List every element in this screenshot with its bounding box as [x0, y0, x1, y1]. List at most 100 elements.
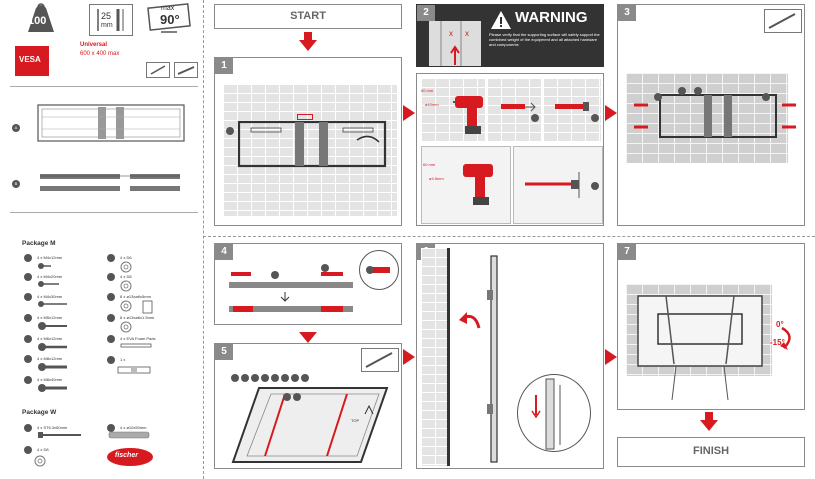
screw-icon	[38, 322, 67, 330]
warning-triangle-icon	[491, 11, 511, 29]
washer-icon	[120, 261, 132, 273]
m8-label: 4 x D6	[120, 255, 132, 260]
finish-arrow-stem	[705, 412, 713, 421]
m2-label: 4 x M4x20mm	[37, 274, 63, 279]
universal-label: Universal	[80, 42, 108, 48]
m10-marker	[283, 393, 291, 401]
tool-screwdriver-box	[146, 62, 170, 78]
m3-marker	[251, 374, 259, 382]
washer-icon	[120, 280, 132, 292]
rail-assembly-drawing	[229, 272, 353, 312]
depth-unit: mm	[101, 22, 113, 29]
m8-marker	[107, 254, 115, 262]
step-2-number: 2	[417, 5, 435, 21]
m13-marker	[107, 356, 115, 364]
warning-text: Please verify that the supporting surfac…	[489, 32, 600, 47]
foam-pad-icon	[142, 300, 153, 314]
m2-marker	[241, 374, 249, 382]
w2-marker	[107, 424, 115, 432]
m7-label: 4 x M8x40mm	[37, 377, 63, 382]
lock-detail-icon	[531, 378, 561, 450]
tool-wrench-box	[764, 9, 802, 33]
foam-strip-icon	[120, 343, 152, 348]
fischer-logo: fischer	[107, 448, 153, 466]
start-step-bar: START	[214, 4, 402, 29]
right-arrow-icon	[403, 349, 415, 365]
brick-wall-side	[421, 248, 447, 466]
m7-marker	[291, 374, 299, 382]
vesa-size: 600 x 400 max	[80, 51, 120, 57]
screw-icon	[38, 363, 67, 371]
package-w-title: Package W	[22, 409, 57, 416]
brick-wall	[626, 73, 788, 163]
w3-label: 4 x D8	[37, 447, 49, 452]
m1-label: 4 x M4x12mm	[37, 255, 63, 260]
wood-screw-insert-icon	[525, 172, 580, 198]
svg-text:x: x	[449, 29, 453, 38]
brick-wall	[223, 84, 397, 216]
tool-pencil-box	[174, 62, 198, 78]
tilt-minus-label: -15°	[770, 338, 785, 347]
top-direction-label: TOP	[351, 418, 360, 423]
step-4-number: 4	[215, 244, 233, 260]
bracket-part-b	[40, 174, 180, 191]
m3-label: 4 x M4x30mm	[37, 294, 63, 299]
part-b-marker: B	[12, 180, 20, 188]
detail-circle	[359, 250, 399, 290]
part-b-marker	[271, 271, 279, 279]
depth-value: 25	[101, 11, 112, 21]
m12-marker	[107, 335, 115, 343]
bracket-part-a	[37, 104, 185, 142]
m5-marker	[271, 374, 279, 382]
warning-title: WARNING	[515, 9, 588, 26]
w2-marker	[591, 114, 599, 122]
wall-stud-drawing: x x	[429, 21, 481, 66]
wall-plug-icon	[108, 431, 150, 439]
w1-label: 4 x ST6.3x60mm	[37, 425, 68, 430]
screw-icon	[38, 301, 67, 307]
screw-arrows	[634, 103, 796, 129]
m6-marker	[24, 355, 32, 363]
spec-weight-badge: 100 kg	[24, 2, 58, 34]
w3-marker	[24, 446, 32, 454]
screw-icon	[38, 263, 51, 269]
spec-depth-badge: 25 mm	[89, 4, 133, 36]
divider-line-2	[10, 212, 198, 213]
m10-marker	[107, 293, 115, 301]
screw-icon	[38, 384, 67, 392]
step-1-panel: 1	[214, 57, 402, 226]
detail-circle	[517, 374, 591, 452]
drill-icon	[463, 164, 493, 205]
step-3-number: 3	[618, 5, 636, 21]
column-separator	[203, 0, 204, 479]
wall-bracket-drawing	[237, 120, 387, 168]
vesa-badge: VESA	[15, 46, 49, 76]
down-arrow-stem	[304, 32, 312, 41]
w1-marker	[694, 87, 702, 95]
fischer-logo-text: fischer	[115, 452, 138, 459]
drill-depth-1: 60 mm	[421, 88, 434, 93]
spacer-icon	[120, 300, 132, 312]
washer-icon	[34, 455, 46, 467]
weight-value: 100	[28, 15, 47, 27]
step-1-number: 1	[215, 58, 233, 74]
row-separator	[203, 236, 815, 237]
m1-marker	[231, 374, 239, 382]
hang-arrow-icon	[459, 312, 481, 329]
lag-screw-icon	[38, 432, 81, 438]
finish-label: FINISH	[692, 445, 730, 457]
package-m-title: Package M	[22, 240, 56, 247]
tilt-max-label: max	[161, 5, 175, 12]
brick-wall-screw	[543, 78, 601, 142]
m4-label: 4 x M5x12mm	[37, 315, 63, 320]
m4-marker	[261, 374, 269, 382]
tv-tilt-icon	[147, 3, 191, 33]
depth-icon	[97, 9, 124, 31]
m1-marker	[321, 264, 329, 272]
w1-marker	[531, 114, 539, 122]
down-arrow-icon	[299, 332, 317, 343]
m3-marker	[24, 293, 32, 301]
m1-marker	[24, 254, 32, 262]
screw-icon	[38, 343, 67, 351]
tv-side-drawing	[487, 255, 498, 463]
